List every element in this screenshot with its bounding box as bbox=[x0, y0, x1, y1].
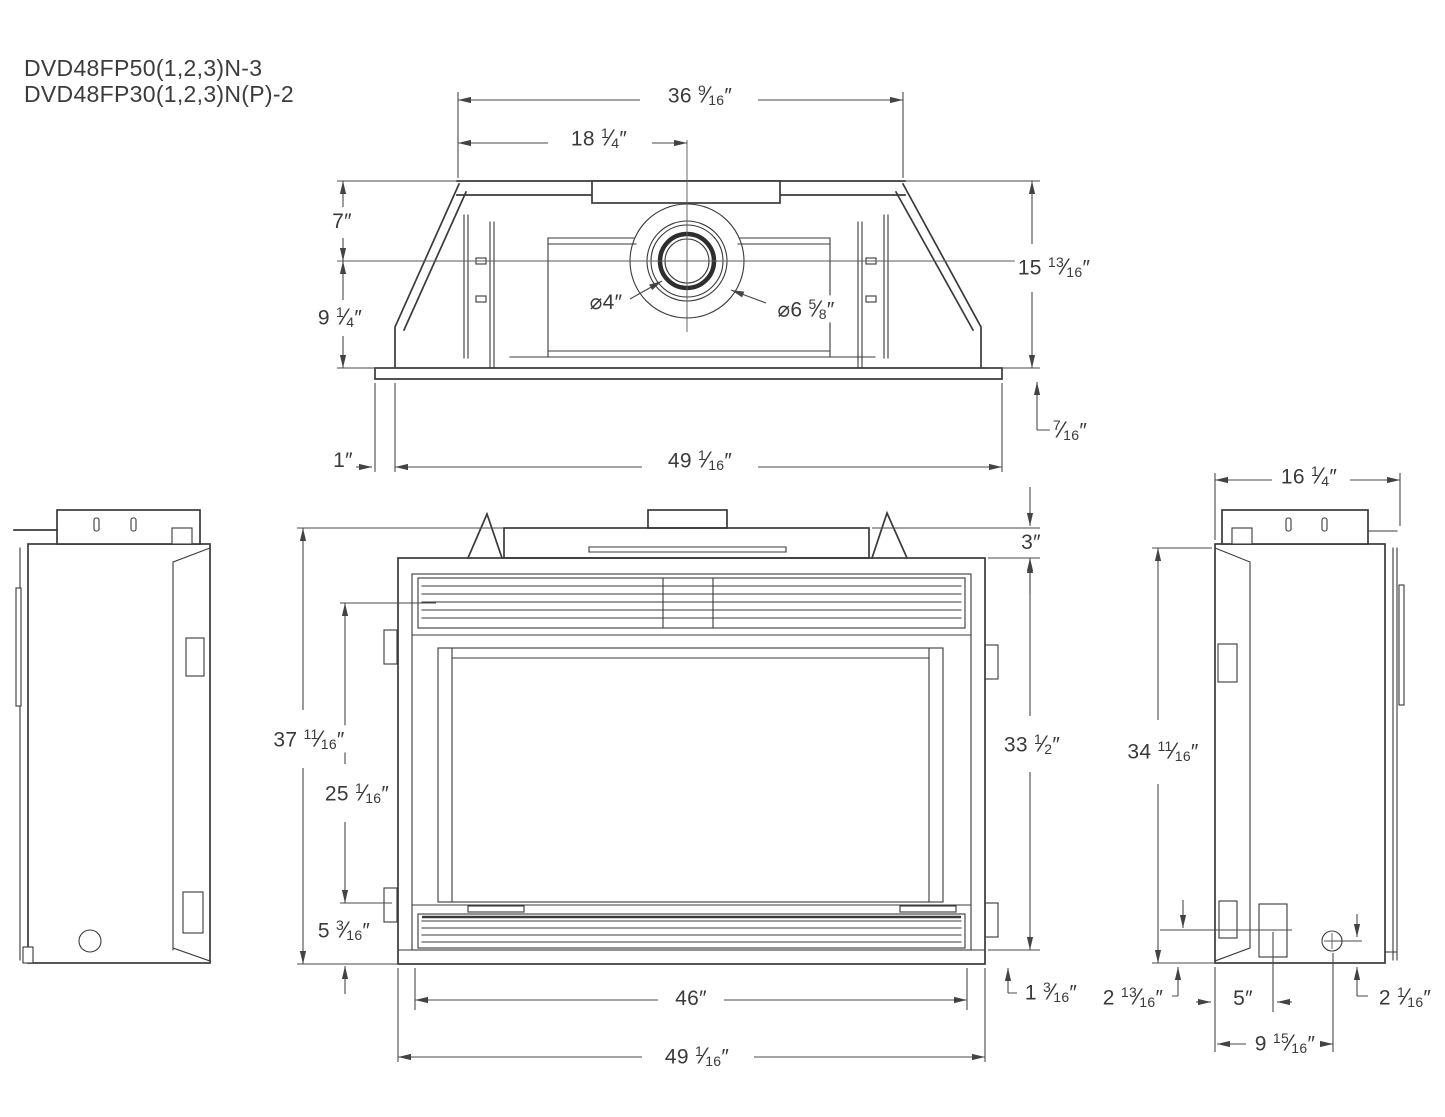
dim-flue-inner-diameter: ⌀4″ bbox=[586, 290, 626, 316]
dim-access-width: 5″ bbox=[1230, 986, 1256, 1012]
front-view-dimensions bbox=[297, 487, 1040, 1062]
top-view-linework bbox=[337, 140, 1040, 380]
top-flange bbox=[503, 527, 870, 559]
flue-support-box bbox=[591, 180, 781, 204]
dim-top-standoff: 3″ bbox=[1018, 530, 1044, 556]
dim-side-height: 34 11⁄16″ bbox=[1124, 737, 1202, 765]
dim-flue-center-from-left: 18 1⁄4″ bbox=[567, 124, 631, 152]
dim-flue-to-back: 9 1⁄4″ bbox=[314, 303, 366, 331]
right-side-view-linework bbox=[1214, 509, 1405, 964]
firebox-outer-frame bbox=[397, 557, 986, 965]
model-number-line-1: DVD48FP50(1,2,3)N-3 bbox=[24, 55, 263, 81]
dim-back-lip: 7⁄16″ bbox=[1049, 416, 1091, 444]
dim-front-to-flue: 7″ bbox=[329, 209, 355, 235]
dim-flue-outer-diameter: ⌀6 5⁄8″ bbox=[774, 295, 838, 323]
dim-top-overall-width: 49 1⁄16″ bbox=[664, 446, 736, 474]
model-number-line-2: DVD48FP30(1,2,3)N(P)-2 bbox=[24, 81, 294, 107]
front-view-linework bbox=[383, 509, 999, 965]
outer-flue-leader bbox=[730, 289, 767, 304]
chimney-stub bbox=[647, 509, 728, 529]
dim-opening-width: 46″ bbox=[672, 986, 710, 1012]
flue-centerlines bbox=[337, 140, 1040, 332]
dim-gas-inlet-depth: 9 15⁄16″ bbox=[1251, 1029, 1319, 1057]
side-view-dimensions bbox=[1152, 473, 1401, 1052]
dim-junction-offset: 2 13⁄16″ bbox=[1099, 983, 1167, 1011]
glass-door bbox=[437, 647, 944, 903]
left-view-knockout-circle bbox=[78, 929, 102, 953]
left-side-view-linework bbox=[13, 509, 211, 964]
dim-right-depth: 15 13⁄16″ bbox=[1014, 253, 1094, 281]
dim-base-height: 5 3⁄16″ bbox=[314, 916, 374, 944]
dim-overall-height: 37 11⁄16″ bbox=[270, 725, 348, 753]
dim-glass-height: 25 1⁄16″ bbox=[321, 779, 393, 807]
dim-left-foot: 1″ bbox=[330, 448, 356, 474]
dim-opening-height: 33 1⁄2″ bbox=[1000, 730, 1064, 758]
right-top-bracket bbox=[870, 510, 909, 560]
inner-flue-leader bbox=[629, 280, 663, 300]
dim-depth: 16 1⁄4″ bbox=[1277, 462, 1341, 490]
dim-front-overall-width: 49 1⁄16″ bbox=[661, 1042, 733, 1070]
left-view-body bbox=[27, 543, 211, 964]
dim-bottom-lip: 1 3⁄16″ bbox=[1021, 978, 1081, 1006]
left-top-bracket bbox=[466, 511, 504, 560]
dim-top-width: 36 9⁄16″ bbox=[664, 81, 736, 109]
top-view-dimensions bbox=[337, 92, 1050, 472]
lower-louver-band bbox=[417, 913, 966, 949]
right-view-body bbox=[1214, 543, 1386, 964]
dim-gas-inlet-offset: 2 1⁄16″ bbox=[1375, 983, 1435, 1011]
